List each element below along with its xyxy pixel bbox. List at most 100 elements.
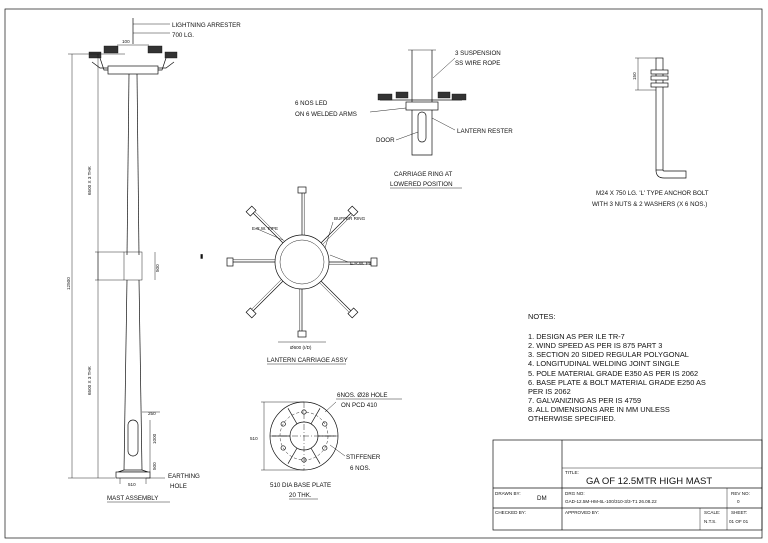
carriage-arm [320, 280, 354, 314]
anchor-bolt-hook [655, 169, 687, 179]
checked-by-label: CHECKED BY: [495, 510, 526, 515]
stiffener [310, 447, 321, 464]
note-item: 6. BASE PLATE & BOLT MATERIAL GRADE E250… [528, 378, 706, 387]
stiffener-label: STIFFENER [346, 454, 381, 461]
carriage-ring-caption-1: CARRIAGE RING AT [394, 171, 453, 178]
carriage-outer-ring [274, 234, 330, 290]
drg-no-label: DRG NO: [565, 491, 585, 496]
bolt-hole [322, 445, 328, 451]
approved-by-label: APPROVED BY: [565, 510, 599, 515]
pole-door [417, 111, 427, 143]
mast-assembly: LIGHTNING ARRESTER 700 LG. 100 [66, 18, 241, 503]
sheet-border [4, 8, 763, 539]
note-item: 3. SECTION 20 SIDED REGULAR POLYGONAL [528, 350, 689, 359]
rev-no-label: REV NO: [731, 491, 750, 496]
scale-value: N.T.S. [704, 519, 717, 524]
lantern-carriage-assy: E.R.W. PIPE BUFFER RING E.R.W. PIPE Ø600… [200, 186, 378, 365]
mast-assembly-caption: MAST ASSEMBLY [107, 495, 158, 502]
luminaire-head [347, 307, 359, 319]
lightning-arrester-label: LIGHTNING ARRESTER [172, 22, 241, 29]
base-width-dim: 510 [128, 482, 136, 487]
mast-door [127, 419, 139, 457]
earthing-label: EARTHING [168, 473, 200, 480]
title-label: TITLE: [565, 470, 579, 475]
anchor-bolt-shank [655, 57, 664, 171]
anchor-caption-1: M24 X 750 LG. 'L' TYPE ANCHOR BOLT [596, 190, 709, 197]
stiffener [310, 408, 321, 425]
carriage-ring [405, 101, 439, 111]
note-item: 4. LONGITUDINAL WELDING JOINT SINGLE [528, 359, 680, 368]
carriage-caption: LANTERN CARRIAGE ASSY [267, 357, 348, 364]
base-plate-dim: 510 [250, 436, 258, 441]
carriage-arm [250, 210, 284, 244]
suspension-label-2: SS WIRE ROPE [455, 60, 500, 67]
note-item: 8. ALL DIMENSIONS ARE IN MM UNLESS [528, 405, 670, 414]
base-plate-caption-2: 20 THK. [289, 492, 312, 499]
note-item: PER IS 2062 [528, 387, 571, 396]
pcd-label: ON PCD 410 [341, 402, 378, 409]
lantern-rester-label: LANTERN RESTER [457, 128, 513, 135]
note-item: 7. GALVANIZING AS PER IS 4759 [528, 396, 641, 405]
bolt-hole [301, 409, 307, 415]
overlap-joint [123, 251, 143, 281]
nut [650, 82, 669, 88]
drg-no-value: GAD-12.5M-HM-6L-100/310-3/3-T1 26.08.22 [565, 499, 657, 504]
notes-heading: NOTES: [528, 312, 556, 321]
note-item: 2. WIND SPEED AS PER IS 875 PART 3 [528, 341, 662, 350]
nut [650, 75, 669, 81]
erw-pipe-label-2: E.R.W. PIPE [350, 261, 376, 266]
carriage-arm-edge [319, 282, 352, 315]
suspension-label-1: 3 SUSPENSION [455, 50, 501, 57]
scale-label: SCALE: [704, 510, 720, 515]
mast-base-plate [115, 471, 151, 479]
luminaire-head [347, 205, 359, 217]
luminaire-head [297, 186, 307, 194]
carriage-inner-ring [279, 239, 325, 285]
luminaire [147, 45, 163, 54]
led-label-2: ON 6 WELDED ARMS [295, 111, 357, 118]
sheet-label: SHEET: [731, 510, 747, 515]
dim-top: 100 [122, 39, 130, 44]
base-gap-dim: 500 [152, 462, 157, 470]
stiffener [287, 447, 298, 464]
anchor-dim: 150 [632, 72, 637, 80]
note-item: 1. DESIGN AS PER ILE TR-7 [528, 332, 625, 341]
base-plate-detail: 510 6NOS. Ø28 HOLE ON PCD 410 STIFFENER … [250, 392, 402, 500]
carriage-arm-edge [249, 279, 282, 312]
door-height-dim: 1000 [152, 433, 157, 444]
carriage-arm-edge [252, 209, 285, 242]
led-luminaire [377, 93, 393, 101]
hole-label: HOLE [170, 483, 187, 490]
luminaire [164, 51, 178, 59]
carriage-arm [320, 210, 354, 244]
drawn-by-label: DRAWN BY: [495, 491, 521, 496]
luminaire-head [226, 257, 234, 267]
carriage-arm-edge [322, 212, 355, 245]
led-label-1: 6 NOS LED [295, 100, 328, 107]
door-label: DOOR [376, 137, 395, 144]
rev-no-value: 0 [737, 499, 740, 504]
erw-pipe-label-1: E.R.W. PIPE [252, 226, 278, 231]
base-plate-caption-1: 510 DIA BASE PLATE [270, 482, 331, 489]
lower-thk-dim: 6500 X 3 THK [87, 365, 92, 395]
bolt-hole [322, 421, 328, 427]
upper-thk-dim: 6500 X 3 THK [87, 165, 92, 195]
note-item: 5. POLE MATERIAL GRADE E350 AS PER IS 20… [528, 369, 698, 378]
note-item: OTHERWISE SPECIFIED. [528, 414, 616, 423]
luminaire [103, 45, 119, 54]
title-block: TITLE: GA OF 12.5MTR HIGH MAST DRAWN BY:… [492, 439, 763, 531]
bolt-hole [301, 457, 307, 463]
title-block-frame [492, 439, 763, 531]
sheet-value: 01 OF 01 [729, 519, 749, 524]
anchor-bolt-detail: 150 M24 X 750 LG. 'L' TYPE ANCHOR BOLT W… [592, 57, 709, 208]
total-height-dim: 12500 [66, 277, 71, 290]
luminaire [88, 51, 102, 59]
lantern-ring [107, 65, 159, 75]
luminaire-head [245, 307, 257, 319]
stray-mark: ▮ [200, 253, 203, 260]
nut [650, 69, 669, 75]
led-luminaire [395, 91, 409, 99]
arrester-length-label: 700 LG. [172, 32, 194, 39]
bolt-hole [280, 445, 286, 451]
